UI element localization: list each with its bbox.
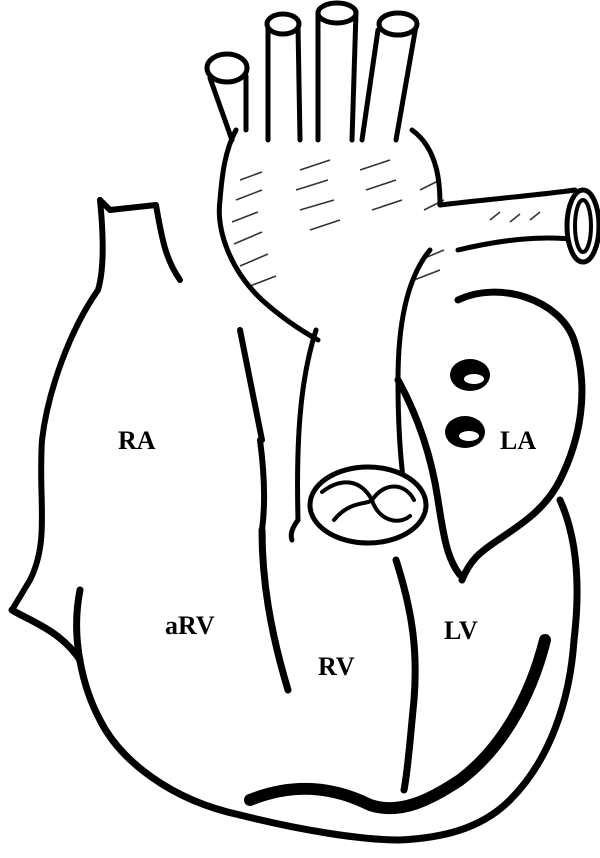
left-atrium-outline xyxy=(398,292,582,580)
aortic-arch xyxy=(219,130,599,340)
inferior-wall xyxy=(250,640,545,808)
atrialized-right-ventricle-label: aRV xyxy=(165,613,215,639)
great-vessels xyxy=(207,3,417,140)
left-ventricle-label: LV xyxy=(444,618,478,644)
left-atrium-label: LA xyxy=(500,428,536,454)
right-atrium-label: RA xyxy=(118,428,156,454)
right-ventricle-label: RV xyxy=(318,654,355,680)
shading-hatch xyxy=(232,160,540,286)
pulmonary-valve xyxy=(310,467,426,543)
right-atrium-outline xyxy=(12,200,264,610)
